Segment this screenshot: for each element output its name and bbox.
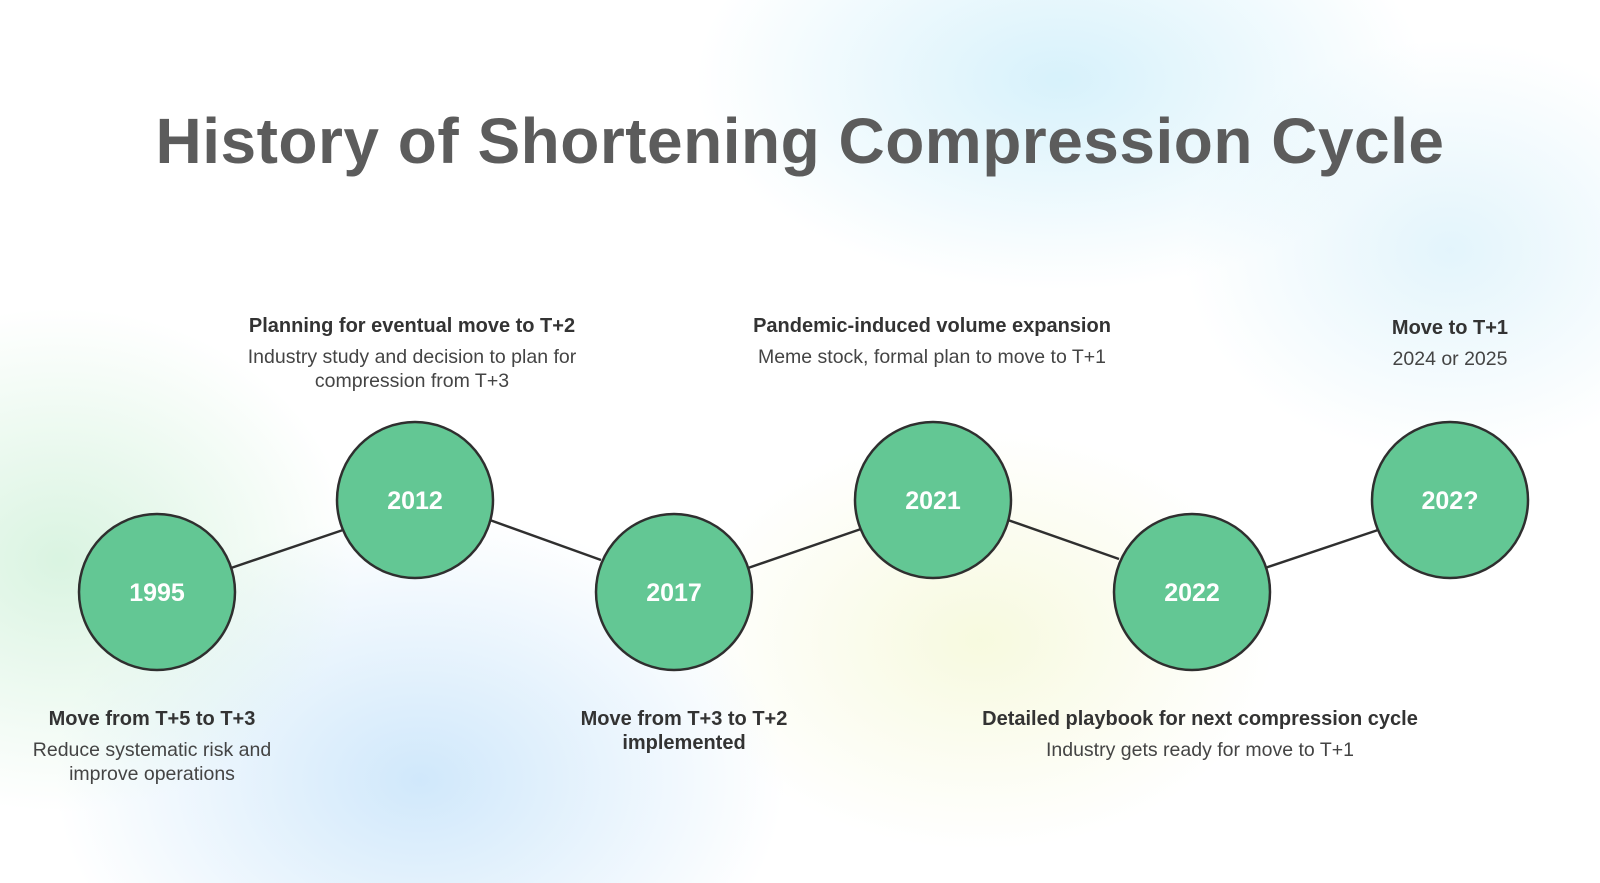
event-heading: Move from T+3 to T+2 implemented (580, 708, 788, 754)
event-2022: Detailed playbook for next compression c… (950, 707, 1450, 762)
event-description: Industry study and decision to plan for … (247, 346, 577, 392)
node-year-label: 2017 (646, 579, 702, 607)
event-description: Meme stock, formal plan to move to T+1 (757, 346, 1107, 368)
milestone-node-2017: 2017 (594, 512, 754, 672)
event-heading: Pandemic-induced volume expansion (753, 315, 1111, 337)
event-202x: Move to T+1 2024 or 2025 (1370, 316, 1530, 371)
node-year-label: 202? (1422, 487, 1479, 515)
node-year-label: 2012 (387, 487, 443, 515)
event-heading: Detailed playbook for next compression c… (982, 708, 1418, 730)
event-heading: Move from T+5 to T+3 (48, 708, 256, 730)
milestone-node-2022: 2022 (1112, 512, 1272, 672)
page-title: History of Shortening Compression Cycle (155, 105, 1445, 177)
milestone-node-202x: 202? (1370, 420, 1530, 580)
node-year-label: 2022 (1164, 579, 1220, 607)
event-description: 2024 or 2025 (1392, 348, 1508, 370)
node-year-label: 2021 (905, 487, 961, 515)
event-2012: Planning for eventual move to T+2 Indust… (212, 314, 612, 393)
connector-2017-2021 (747, 527, 862, 570)
event-2017: Move from T+3 to T+2 implemented (564, 707, 804, 755)
event-description: Industry gets ready for move to T+1 (1045, 739, 1354, 761)
connector-2012-2017 (486, 517, 602, 562)
node-year-label: 1995 (129, 579, 185, 607)
event-1995: Move from T+5 to T+3 Reduce systematic r… (2, 707, 302, 786)
milestone-node-2021: 2021 (853, 420, 1013, 580)
connector-1995-2012 (230, 528, 344, 570)
event-description: Reduce systematic risk and improve opera… (32, 739, 272, 785)
event-2021: Pandemic-induced volume expansion Meme s… (722, 314, 1142, 369)
connectors (230, 517, 1379, 570)
connector-2022-202x (1264, 528, 1379, 570)
milestone-node-1995: 1995 (77, 512, 237, 672)
milestone-node-2012: 2012 (335, 420, 495, 580)
connector-2021-2022 (1004, 517, 1120, 561)
event-heading: Planning for eventual move to T+2 (248, 315, 576, 337)
event-heading: Move to T+1 (1391, 317, 1509, 339)
